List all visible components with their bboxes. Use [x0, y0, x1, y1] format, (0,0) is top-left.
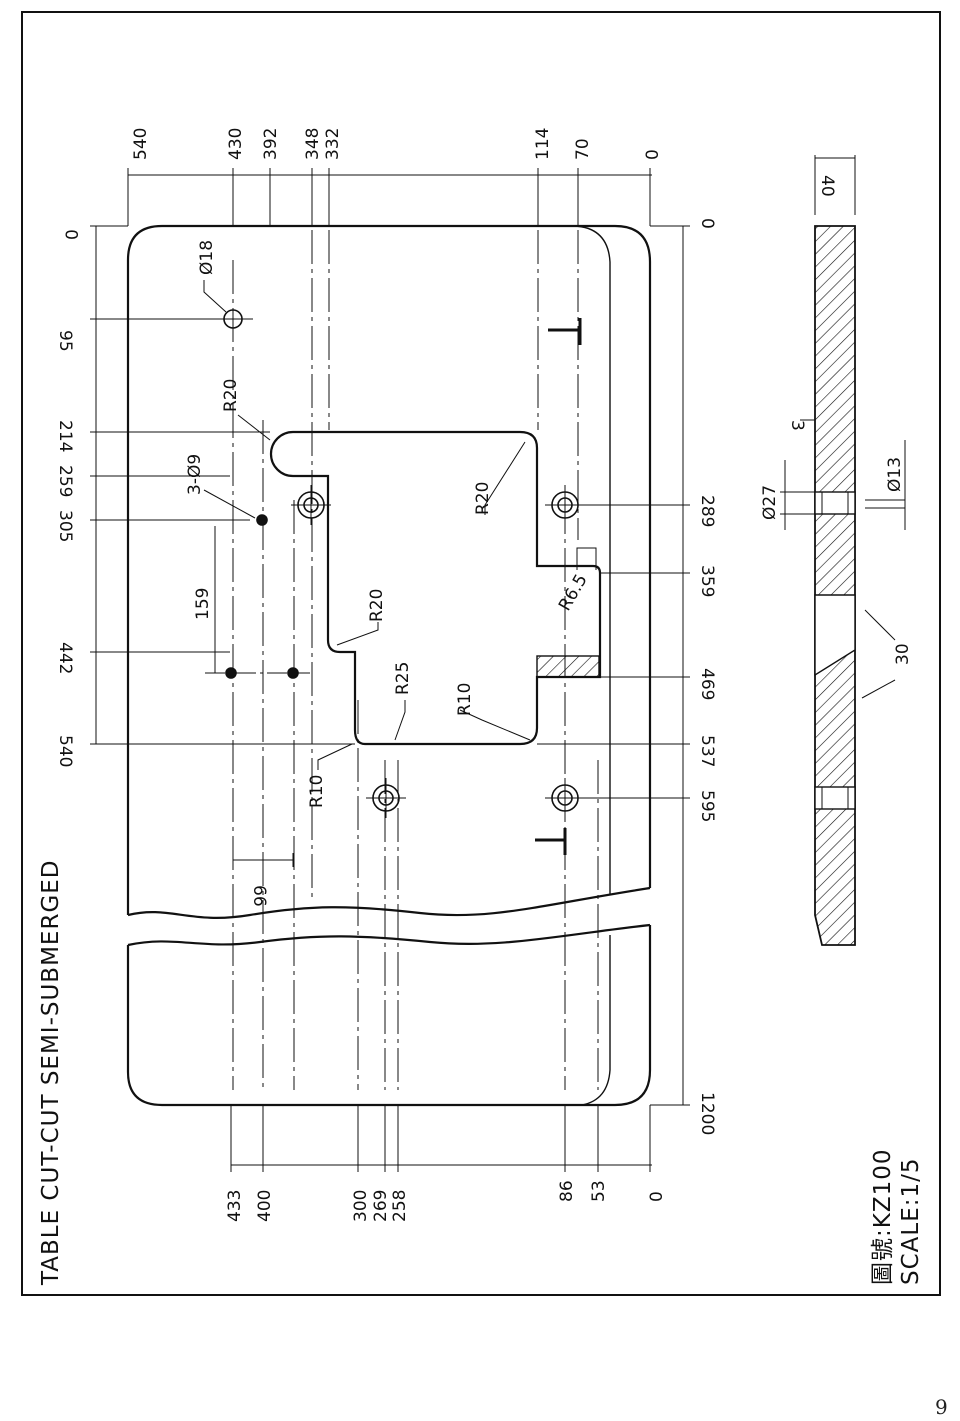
hatched-block	[536, 655, 600, 678]
right-dim-289: 289	[697, 495, 717, 527]
callout-r20-mid: R20	[367, 589, 387, 622]
right-dim-469: 469	[697, 668, 717, 700]
right-dimension-lines	[537, 225, 690, 1106]
section-thickness-40: 40	[817, 175, 837, 197]
right-dim-359: 359	[697, 565, 717, 597]
bottom-dim-269: 269	[371, 1190, 391, 1222]
top-dim-0: 0	[643, 149, 663, 160]
drawing-number: 圖號:KZ100	[870, 1149, 896, 1286]
section-mark-top	[548, 318, 582, 345]
bottom-dim-258: 258	[390, 1190, 410, 1222]
left-dim-442: 442	[55, 642, 75, 674]
right-dim-0: 0	[697, 218, 717, 229]
callout-r10-right: R10	[455, 683, 475, 716]
top-dim-332: 332	[323, 128, 343, 160]
section-view	[814, 225, 856, 946]
top-dim-430: 430	[226, 128, 246, 160]
right-dim-1200: 1200	[697, 1092, 717, 1135]
top-dimension-lines	[127, 168, 652, 226]
right-dim-537: 537	[697, 735, 717, 767]
callout-66: 66	[249, 885, 269, 907]
left-dim-540: 540	[55, 735, 75, 767]
bottom-dim-433: 433	[225, 1190, 245, 1222]
left-dimension-lines	[90, 225, 355, 745]
left-dim-259: 259	[55, 465, 75, 497]
left-dim-305: 305	[55, 510, 75, 542]
drawing-title: TABLE CUT-CUT SEMI-SUBMERGED	[38, 859, 64, 1286]
callout-r20-right: R20	[473, 482, 493, 515]
section-dimension-lines	[780, 155, 906, 699]
bottom-dim-400: 400	[255, 1190, 275, 1222]
page-number: 9	[935, 1395, 948, 1419]
left-dim-95: 95	[55, 330, 75, 352]
top-dim-392: 392	[261, 128, 281, 160]
bottom-dimension-lines	[230, 1105, 652, 1172]
callout-holes-9: 3-Ø9	[185, 454, 205, 495]
drawing-scale: SCALE:1/5	[898, 1157, 924, 1285]
callout-r20-top: R20	[221, 379, 241, 412]
right-dim-595: 595	[697, 790, 717, 822]
left-dim-0: 0	[63, 229, 83, 240]
bottom-dim-0: 0	[647, 1191, 667, 1202]
left-dim-214: 214	[55, 420, 75, 452]
callout-r25: R25	[393, 662, 413, 695]
bottom-dim-300: 300	[351, 1190, 371, 1222]
top-dim-540: 540	[131, 128, 151, 160]
holes	[223, 309, 579, 812]
section-angle-30: 30	[893, 643, 913, 665]
top-dim-114: 114	[533, 128, 553, 160]
callout-r6-5: R6.5	[555, 571, 592, 615]
section-depth-3: 3	[787, 420, 807, 431]
callout-hole-18: Ø18	[197, 240, 217, 275]
section-mark-bottom	[535, 828, 567, 855]
inner-edge	[574, 225, 611, 1106]
table-outline	[126, 224, 652, 1107]
callout-159: 159	[193, 588, 213, 620]
top-dim-348: 348	[303, 128, 323, 160]
hole-9-a	[256, 514, 268, 526]
section-dia-27: Ø27	[760, 485, 780, 520]
cut-out-profile	[269, 430, 602, 746]
bottom-dim-53: 53	[589, 1180, 609, 1202]
hole-centre-marks	[205, 318, 585, 818]
top-dim-70: 70	[573, 138, 593, 160]
callout-r10-left: R10	[307, 775, 327, 808]
section-dia-13: Ø13	[885, 457, 905, 492]
bottom-dim-86: 86	[557, 1180, 577, 1202]
drawing-frame	[21, 11, 941, 1296]
callout-leaders	[203, 280, 597, 867]
